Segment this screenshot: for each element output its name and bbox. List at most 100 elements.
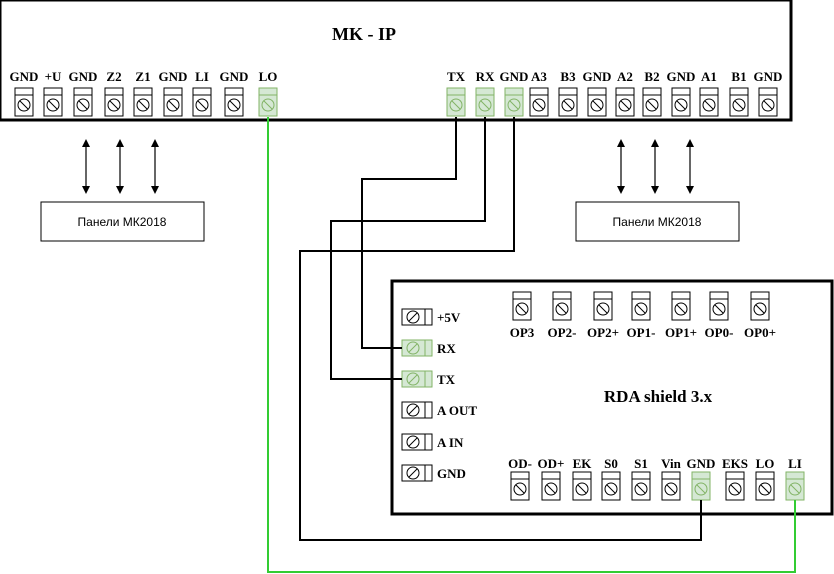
rda-bottom-terminal-label: EK (573, 456, 593, 471)
mkip-terminal-label: TX (447, 69, 466, 84)
mkip-terminal-label: Z1 (135, 69, 150, 84)
wire-rx-to-tx (330, 117, 486, 380)
rda-bottom-terminal-label: S1 (634, 456, 648, 471)
panel-box-right (575, 201, 740, 242)
rda-left-terminal-label: GND (437, 466, 466, 481)
rda-top-terminal-6 (709, 291, 729, 321)
rda-left-terminal-label: +5V (437, 310, 461, 325)
rda-top-terminal-label: OP1- (627, 325, 656, 340)
rda-top-terminal-7 (750, 291, 770, 321)
rda-bottom-terminal-9 (755, 471, 775, 501)
rda-left-terminal-label: A IN (437, 435, 464, 450)
rda-top-terminal-5 (671, 291, 691, 321)
rda-top-terminal-3 (593, 291, 613, 321)
mkip-terminal-17 (642, 87, 662, 117)
mkip-terminal-label: LI (195, 69, 209, 84)
mkip-terminal-label: GND (583, 69, 612, 84)
mkip-terminal-3 (73, 87, 93, 117)
wire-gnd-to-gnd (299, 117, 702, 541)
rda-bottom-terminal-4 (601, 471, 621, 501)
rda-bottom-terminal-label: EKS (722, 456, 748, 471)
panel-label-left: Панели МК2018 (78, 215, 167, 229)
rda-left-terminal-label: A OUT (437, 403, 477, 418)
mkip-terminal-label: A3 (531, 69, 547, 84)
rda-left-terminal-5 (401, 433, 433, 451)
rda-top-terminal-2 (552, 291, 572, 321)
panel-box-left (40, 201, 205, 242)
mkip-terminal-label: Z2 (106, 69, 121, 84)
mkip-terminal-label: GND (220, 69, 249, 84)
rda-top-terminal-label: OP1+ (665, 325, 697, 340)
mkip-terminal-20 (729, 87, 749, 117)
rda-bottom-terminal-label: OD- (508, 456, 532, 471)
mkip-terminal-label: A2 (617, 69, 633, 84)
mkip-terminal-label: +U (45, 69, 62, 84)
mkip-terminal-14 (558, 87, 578, 117)
rda-left-terminal-label: RX (437, 341, 456, 356)
rda-bottom-terminal-label: LO (756, 456, 775, 471)
rda-left-terminal-2 (401, 339, 433, 357)
rda-bottom-terminal-label: S0 (604, 456, 618, 471)
rda-bottom-terminal-6 (661, 471, 681, 501)
mkip-terminal-label: B1 (731, 69, 746, 84)
mkip-title: MK - IP (332, 24, 396, 44)
rda-top-terminal-label: OP2+ (587, 325, 619, 340)
rda-bottom-terminal-label: LI (788, 456, 802, 471)
rda-bottom-terminal-5 (631, 471, 651, 501)
mkip-terminal-9 (258, 87, 278, 117)
rda-bottom-terminal-2 (541, 471, 561, 501)
rda-top-terminal-1 (512, 291, 532, 321)
mkip-terminal-12 (504, 87, 524, 117)
rda-top-terminal-label: OP3 (510, 325, 535, 340)
rda-left-terminal-3 (401, 370, 433, 388)
rda-left-terminal-6 (401, 464, 433, 482)
mkip-terminal-label: RX (476, 69, 495, 84)
rda-bottom-terminal-10 (785, 471, 805, 501)
mkip-terminal-label: B2 (644, 69, 659, 84)
mkip-terminal-label: LO (259, 69, 278, 84)
mkip-terminal-label: A1 (701, 69, 717, 84)
mkip-terminal-label: GND (159, 69, 188, 84)
rda-title: RDA shield 3.x (604, 387, 713, 406)
mkip-terminal-label: GND (667, 69, 696, 84)
mkip-terminal-10 (446, 87, 466, 117)
rda-bottom-terminal-label: Vin (661, 456, 682, 471)
mkip-terminal-6 (163, 87, 183, 117)
bidirectional-arrows (82, 139, 694, 194)
mkip-terminal-label: GND (500, 69, 529, 84)
rda-left-terminal-label: TX (437, 372, 456, 387)
rda-top-terminal-4 (631, 291, 651, 321)
mkip-terminal-label: B3 (560, 69, 576, 84)
mkip-terminal-8 (224, 87, 244, 117)
wires (267, 117, 796, 573)
mkip-terminal-label: GND (10, 69, 39, 84)
mkip-terminal-4 (104, 87, 124, 117)
rda-left-terminal-strip: +5V RX TX A OUT A IN GND (401, 308, 477, 482)
mkip-terminal-16 (615, 87, 635, 117)
mkip-terminal-label: GND (69, 69, 98, 84)
wire-lo-to-li (267, 117, 796, 573)
rda-bottom-terminal-1 (510, 471, 530, 501)
mkip-terminal-18 (671, 87, 691, 117)
mkip-terminal-2 (43, 87, 63, 117)
mkip-terminal-11 (475, 87, 495, 117)
mkip-terminal-1 (14, 87, 34, 117)
mkip-terminal-15 (587, 87, 607, 117)
rda-bottom-terminal-8 (725, 471, 745, 501)
rda-bottom-terminal-3 (572, 471, 592, 501)
mkip-terminal-label: GND (754, 69, 783, 84)
mkip-terminal-21 (758, 87, 778, 117)
rda-left-terminal-4 (401, 401, 433, 419)
mkip-terminal-13 (529, 87, 549, 117)
wire-tx-to-rx (361, 117, 457, 349)
panel-label-right: Панели МК2018 (613, 215, 702, 229)
rda-top-terminal-label: OP2- (548, 325, 577, 340)
rda-top-terminal-label: OP0+ (744, 325, 776, 340)
rda-top-terminal-label: OP0- (705, 325, 734, 340)
mkip-module (0, 0, 793, 122)
rda-bottom-terminal-label: GND (687, 456, 716, 471)
mkip-terminal-19 (699, 87, 719, 117)
